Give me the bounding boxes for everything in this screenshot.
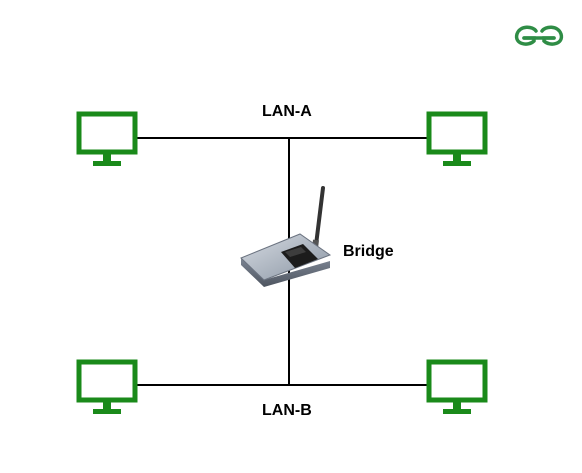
monitor-icon: [426, 359, 488, 414]
monitor-icon: [426, 111, 488, 166]
geeksforgeeks-logo: [514, 25, 564, 46]
bridge-label: Bridge: [343, 243, 394, 260]
lan-b-label: LAN-B: [262, 402, 312, 419]
monitor-icon: [76, 359, 138, 414]
wireless-router-icon: [240, 186, 332, 287]
lan-a-label: LAN-A: [262, 103, 312, 120]
monitor-icon: [76, 111, 138, 166]
